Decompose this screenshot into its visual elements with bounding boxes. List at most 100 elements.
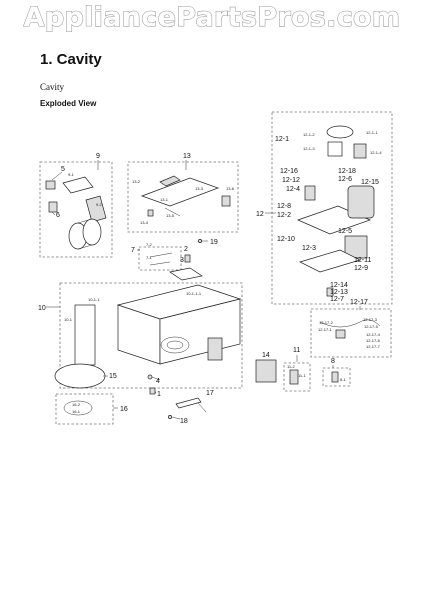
callout-16-2: 16-2 bbox=[72, 402, 81, 407]
callout-13-2: 13-2 bbox=[132, 179, 141, 184]
callout-12-18: 12-18 bbox=[338, 168, 356, 175]
callout-12-3: 12-3 bbox=[302, 245, 316, 252]
callout-12-1-3: 12-1-3 bbox=[303, 146, 315, 151]
part-12-1-1-shape bbox=[326, 125, 354, 139]
callout-12-17-1: 12-17-1 bbox=[318, 327, 333, 332]
callout-12-17-3: 12-17-3 bbox=[363, 317, 378, 322]
part-5-shape bbox=[45, 180, 56, 190]
part-13-6-shape bbox=[221, 195, 231, 207]
part-15-ring-shape bbox=[54, 363, 106, 389]
part-12-17-harness-shape bbox=[319, 319, 381, 328]
group-box-9 bbox=[39, 161, 113, 258]
part-13-4-shape bbox=[147, 209, 154, 217]
part-1-shape bbox=[149, 387, 156, 395]
part-12-base-shape bbox=[299, 249, 361, 273]
callout-12-11: 12-11 bbox=[354, 257, 371, 264]
callout-12-1-2: 12-1-2 bbox=[303, 132, 315, 137]
callout-9-1: 9-1 bbox=[68, 172, 75, 177]
callout-12-15: 12-15 bbox=[361, 179, 379, 186]
callout-16: 16 bbox=[120, 406, 128, 413]
section-subtitle: Cavity bbox=[40, 82, 64, 92]
part-16-shape bbox=[63, 400, 93, 416]
callout-11-2: 11-2 bbox=[287, 364, 295, 369]
watermark: AppliancePartsPros.com bbox=[23, 1, 401, 33]
callout-15: 15 bbox=[109, 373, 117, 380]
callout-10-1-1-1: 10-1-1-1 bbox=[186, 291, 202, 296]
part-12-7-shape bbox=[326, 287, 334, 297]
callout-12-13: 12-13 bbox=[330, 289, 348, 296]
callout-12-16: 12-16 bbox=[280, 168, 298, 175]
callout-4: 4 bbox=[156, 378, 160, 385]
part-11-shape bbox=[289, 369, 299, 385]
part-9-1-shape bbox=[62, 176, 94, 194]
callout-12-7: 12-7 bbox=[330, 296, 344, 303]
callout-16-1: 16-1 bbox=[72, 409, 81, 414]
callout-14: 14 bbox=[262, 352, 270, 359]
group-box-12-17 bbox=[310, 308, 392, 358]
part-12-8-shape bbox=[304, 185, 316, 201]
part-8-shape bbox=[331, 371, 339, 383]
callout-18: 18 bbox=[180, 418, 188, 425]
callout-9-2: 9-2 bbox=[96, 202, 103, 207]
callout-7-2: 7-2 bbox=[146, 242, 153, 247]
callout-6: 6 bbox=[56, 212, 60, 219]
callout-1: 1 bbox=[157, 391, 161, 398]
callout-13-1: 13-1 bbox=[160, 197, 169, 202]
part-19-shape bbox=[198, 239, 202, 243]
callout-13-4: 13-4 bbox=[140, 220, 149, 225]
callout-12-8: 12-8 bbox=[277, 203, 291, 210]
part-13-1-shape bbox=[140, 177, 220, 207]
callout-11: 11 bbox=[293, 347, 300, 354]
callout-12-1: 12-1 bbox=[275, 136, 289, 143]
part-12-15-capacitor-shape bbox=[347, 185, 375, 219]
part-14-transformer-shape bbox=[255, 359, 277, 383]
group-box-13 bbox=[127, 161, 239, 233]
part-12-17-connector-shape bbox=[335, 329, 346, 339]
callout-12-17-6: 12-17-6 bbox=[366, 338, 381, 343]
part-4-shape bbox=[147, 374, 153, 380]
callout-7-1: 7-1 bbox=[146, 255, 153, 260]
group-box-16 bbox=[55, 393, 114, 425]
group-box-7 bbox=[138, 246, 182, 271]
part-3-cover-shape bbox=[169, 267, 203, 281]
callout-13-5: 13-5 bbox=[166, 213, 175, 218]
callout-12-1-4: 12-1-4 bbox=[370, 150, 382, 155]
callout-13: 13 bbox=[183, 153, 191, 160]
callout-8-1: 8-1 bbox=[340, 377, 347, 382]
fan-housing-shape bbox=[82, 218, 102, 246]
callout-12-1-1: 12-1-1 bbox=[366, 130, 378, 135]
cavity-turntable-shape bbox=[160, 336, 190, 354]
callout-12-4: 12-4 bbox=[286, 186, 300, 193]
callout-3: 3 bbox=[180, 257, 184, 264]
callout-10-1-1: 10-1-1 bbox=[88, 297, 100, 302]
callout-12-9: 12-9 bbox=[354, 265, 368, 272]
cavity-side-plate-shape bbox=[207, 337, 223, 361]
part-17-shape bbox=[175, 397, 202, 409]
callout-12-10: 12-10 bbox=[277, 236, 295, 243]
part-18-shape bbox=[168, 415, 172, 419]
callout-13-3: 13-3 bbox=[195, 186, 204, 191]
callout-12-12: 12-12 bbox=[282, 177, 300, 184]
callout-11-1: 11-1 bbox=[298, 373, 306, 378]
callout-12-17-4: 12-17-4 bbox=[366, 332, 381, 337]
part-13-3-shape bbox=[159, 175, 181, 187]
callout-12-2: 12-2 bbox=[277, 212, 291, 219]
callout-5: 5 bbox=[61, 166, 65, 173]
callout-12-6: 12-6 bbox=[338, 176, 352, 183]
part-9-2-shape bbox=[85, 195, 107, 223]
part-2-shape bbox=[184, 254, 191, 263]
callout-8: 8 bbox=[331, 358, 335, 365]
callout-12-14: 12-14 bbox=[330, 282, 348, 289]
callout-12-17-2: 12-17-2 bbox=[319, 320, 334, 325]
callout-12-17-7: 12-17-7 bbox=[366, 344, 381, 349]
part-12-1-4-shape bbox=[353, 143, 367, 159]
callout-12-17: 12-17 bbox=[350, 299, 368, 306]
callout-19: 19 bbox=[210, 239, 218, 246]
page-title: 1. Cavity bbox=[40, 51, 102, 68]
callout-12: 12 bbox=[256, 211, 264, 218]
callout-12-17-5: 12-17-5 bbox=[364, 324, 379, 329]
group-box-12 bbox=[271, 111, 393, 305]
exploded-view-label: Exploded View bbox=[40, 99, 97, 108]
